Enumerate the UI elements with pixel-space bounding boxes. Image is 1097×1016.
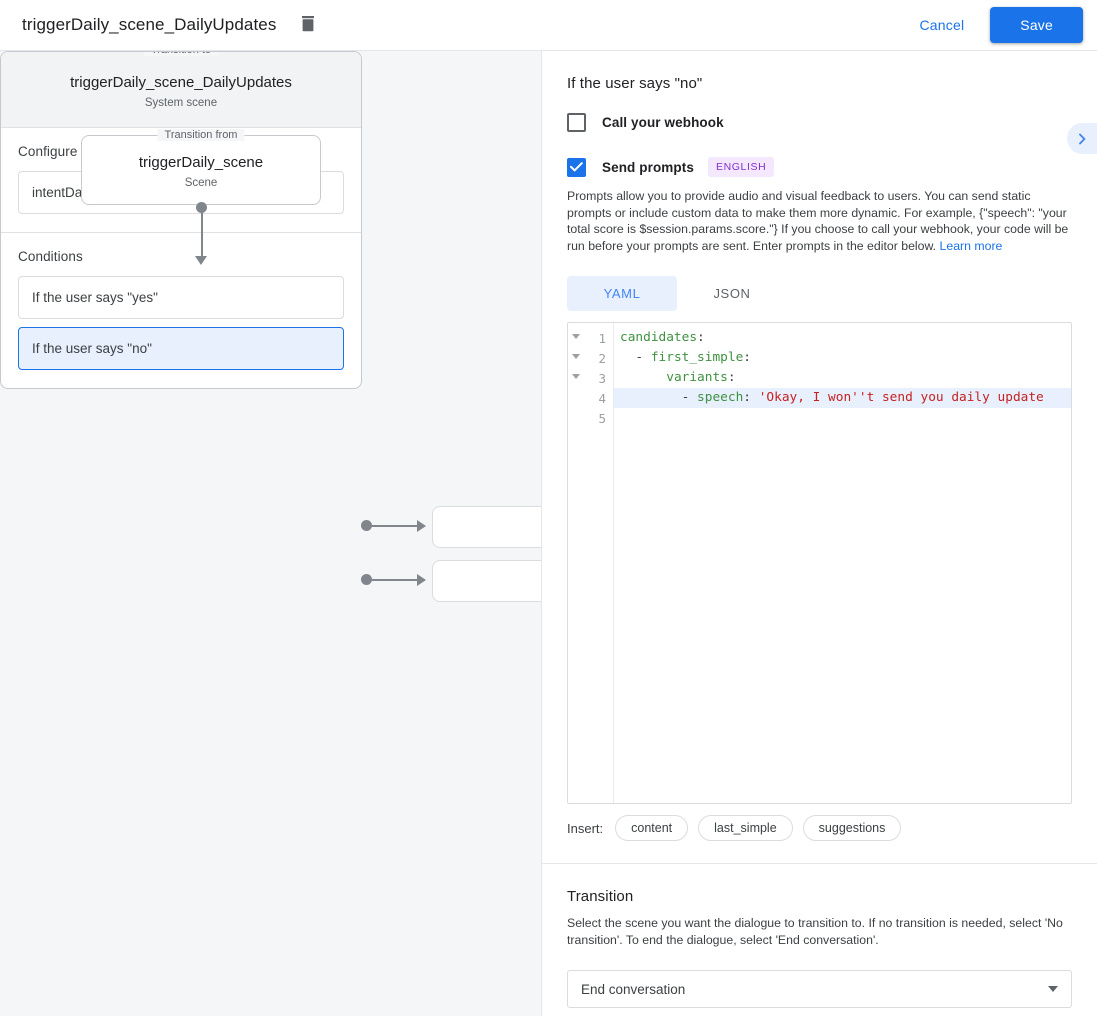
code-token-punct: : (743, 350, 751, 365)
prompts-description-text: Prompts allow you to provide audio and v… (567, 189, 1069, 253)
delete-button[interactable] (294, 11, 322, 39)
transition-target-select[interactable]: End conversation (567, 970, 1072, 1008)
check-icon (570, 162, 583, 172)
language-badge: ENGLISH (707, 157, 775, 177)
line-number: 4 (598, 390, 606, 406)
fold-triangle-icon[interactable] (572, 354, 580, 359)
transition-description: Select the scene you want the dialogue t… (567, 916, 1063, 947)
code-line[interactable]: candidates: (614, 328, 1071, 348)
connector-arrowhead-down (195, 256, 207, 265)
insert-label: Insert: (567, 820, 604, 836)
code-token-key: first_simple (650, 350, 744, 365)
send-prompts-checkbox[interactable] (567, 157, 586, 177)
transition-to-header: Transition to triggerDaily_scene_DailyUp… (1, 52, 361, 128)
learn-more-link[interactable]: Learn more (939, 238, 1003, 253)
editor-format-tabs: YAML JSON (567, 276, 1072, 311)
fold-triangle-icon[interactable] (572, 374, 580, 379)
transition-to-title: triggerDaily_scene_DailyUpdates (70, 74, 292, 91)
send-prompts-row: Send prompts ENGLISH (567, 157, 1072, 177)
transition-title: Transition (567, 888, 634, 905)
tab-yaml[interactable]: YAML (567, 276, 677, 311)
prompts-settings-section: Call your webhook Send prompts ENGLISH P… (542, 113, 1097, 841)
webhook-row: Call your webhook (567, 113, 1072, 132)
transition-from-title: triggerDaily_scene (138, 154, 264, 171)
insert-chip-last-simple[interactable]: last_simple (698, 815, 793, 841)
section-divider (542, 863, 1097, 864)
insert-chip-content[interactable]: content (615, 815, 689, 841)
prompt-code-editor[interactable]: 1 2 3 4 5 candidates: - first_simple: va… (567, 322, 1072, 804)
conditions-label: Conditions (18, 249, 83, 264)
connector-dot-no (361, 574, 372, 585)
details-panel: If the user says "no" Call your webhook (542, 51, 1097, 1016)
gutter-line[interactable]: 1 (568, 328, 613, 348)
details-panel-scroll[interactable]: If the user says "no" Call your webhook (542, 51, 1097, 1016)
transition-from-subtitle: Scene (184, 177, 218, 189)
line-number: 2 (598, 350, 606, 366)
panel-title: If the user says "no" (567, 75, 703, 92)
code-token-plain (620, 370, 666, 385)
gutter-line[interactable]: 2 (568, 348, 613, 368)
code-line[interactable]: - speech: 'Okay, I won''t send you daily… (614, 388, 1071, 408)
connector-line-yes (370, 524, 418, 527)
insert-chip-suggestions[interactable]: suggestions (802, 815, 902, 841)
transition-to-legend: Transition to (143, 52, 219, 56)
code-token-plain: - (620, 350, 651, 365)
transition-to-subtitle: System scene (144, 97, 218, 109)
fold-triangle-icon[interactable] (572, 334, 580, 339)
call-webhook-checkbox[interactable] (567, 113, 586, 132)
transition-to-card: Transition to triggerDaily_scene_DailyUp… (0, 51, 362, 389)
main-body: Transition from triggerDaily_scene Scene (0, 51, 1097, 1016)
top-bar: triggerDaily_scene_DailyUpdates Cancel S… (0, 0, 1097, 51)
transition-from-legend: Transition from (157, 129, 245, 141)
gutter-line[interactable]: 4 (568, 388, 613, 408)
connector-arrowhead-no (417, 573, 426, 586)
condition-item-no[interactable]: If the user says "no" (18, 327, 344, 370)
transition-target-value: End conversation (581, 981, 686, 997)
editor-code-area[interactable]: candidates: - first_simple: variants: - … (614, 323, 1071, 803)
line-number: 3 (598, 370, 606, 386)
condition-item-yes[interactable]: If the user says "yes" (18, 276, 344, 319)
connector-dot-yes (361, 520, 372, 531)
line-number: 5 (598, 410, 606, 426)
chevron-down-icon (1048, 986, 1058, 992)
code-token-key: speech (697, 390, 744, 405)
prompts-description: Prompts allow you to provide audio and v… (567, 188, 1072, 254)
flow-canvas: Transition from triggerDaily_scene Scene (0, 51, 542, 1016)
code-token-punct: : (743, 390, 759, 405)
trash-icon (302, 16, 315, 32)
page-title: triggerDaily_scene_DailyUpdates (22, 15, 277, 34)
connector-line-no (370, 578, 418, 581)
code-token-str: 'Okay, I won''t send you daily update (758, 390, 1044, 405)
transition-section: Transition Select the scene you want the… (542, 864, 1097, 1008)
line-number: 1 (598, 330, 606, 346)
target-card-no[interactable] (432, 560, 541, 602)
save-button[interactable]: Save (990, 7, 1083, 43)
code-token-plain: - (620, 390, 698, 405)
conditions-section: Conditions If the user says "yes" If the… (1, 233, 361, 388)
code-token-key: candidates (620, 330, 698, 345)
cancel-button[interactable]: Cancel (908, 8, 977, 42)
code-line[interactable] (614, 408, 1071, 428)
call-webhook-label: Call your webhook (602, 115, 724, 130)
gutter-line[interactable]: 5 (568, 408, 613, 428)
chevron-right-icon (1079, 133, 1086, 144)
code-line[interactable]: - first_simple: (614, 348, 1071, 368)
code-line[interactable]: variants: (614, 368, 1071, 388)
send-prompts-label: Send prompts (602, 159, 694, 175)
gutter-line[interactable]: 3 (568, 368, 613, 388)
target-card-yes[interactable] (432, 506, 541, 548)
code-token-punct: : (727, 370, 736, 385)
code-token-punct: : (697, 330, 705, 345)
insert-row: Insert: content last_simple suggestions (567, 815, 1072, 841)
collapse-panel-button[interactable] (1067, 123, 1097, 154)
connector-arrowhead-yes (417, 519, 426, 532)
tab-json[interactable]: JSON (713, 286, 751, 301)
code-token-key: variants (666, 370, 728, 385)
editor-gutter: 1 2 3 4 5 (568, 323, 614, 803)
connector-dot-from (196, 202, 207, 213)
connector-line-vertical (200, 208, 203, 256)
transition-from-card[interactable]: Transition from triggerDaily_scene Scene (81, 129, 321, 205)
